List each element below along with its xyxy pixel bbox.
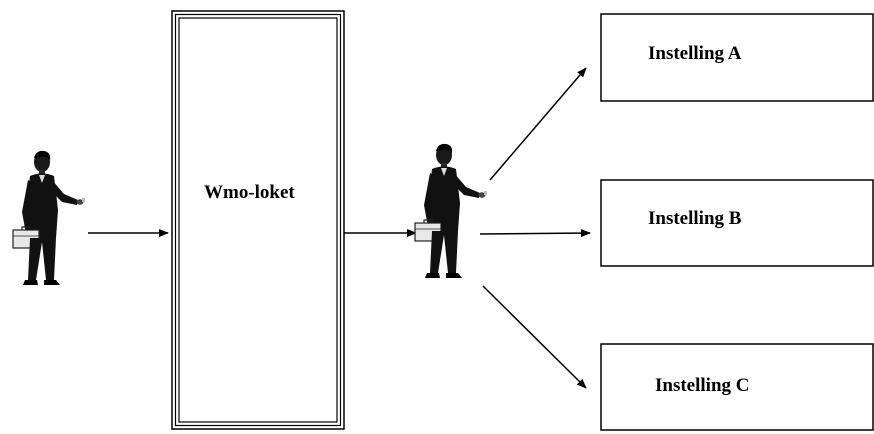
- institution-box-c: Instelling C: [600, 343, 874, 431]
- counter-label: Wmo-loket: [204, 182, 295, 203]
- person-icon: [414, 143, 488, 279]
- institution-label-b: Instelling B: [648, 208, 742, 229]
- institution-box-a: Instelling A: [600, 13, 874, 102]
- person-icon: [12, 150, 86, 286]
- arrow-to-institution-c: [482, 285, 587, 389]
- arrow-to-institution-a: [489, 67, 587, 181]
- institution-box-b: Instelling B: [600, 179, 874, 267]
- institution-label-a: Instelling A: [648, 43, 742, 64]
- institution-label-c: Instelling C: [655, 375, 750, 396]
- arrow-to-institution-b: [479, 229, 591, 238]
- counter-box: Wmo-loket: [171, 10, 345, 430]
